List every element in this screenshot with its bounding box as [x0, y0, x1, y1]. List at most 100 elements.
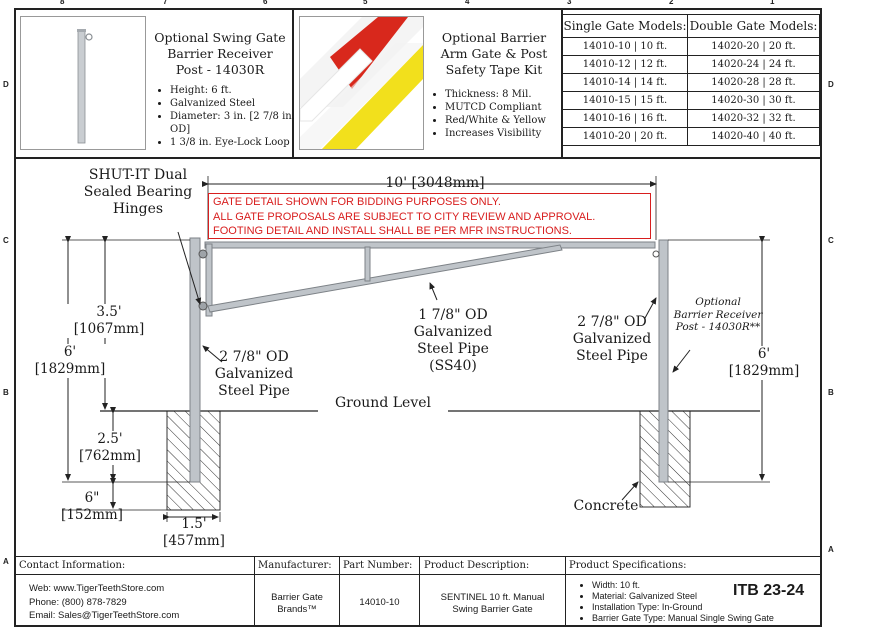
footer-divider-2 [339, 556, 340, 627]
spec-item: 1 3/8 in. Eye-Lock Loop [170, 136, 300, 149]
model-row: 14010-14 | 14 ft.14020-28 | 28 ft. [562, 73, 820, 92]
zone-top-5: 5 [363, 0, 368, 6]
dim-text: [762mm] [79, 448, 141, 464]
dim-text: [152mm] [61, 507, 123, 523]
dim-text: [1067mm] [73, 321, 145, 337]
hinges-label-line: SHUT-IT Dual [88, 167, 188, 183]
arm-mid-strut [364, 246, 371, 282]
receiver-post-label: Optional Barrier Receiver Post - 14030R*… [668, 296, 768, 334]
label-line: 2 7/8" OD [219, 349, 289, 365]
dim-text: 3.5' [96, 304, 122, 320]
label-line: 1 7/8" OD [418, 307, 488, 323]
zone-top-3: 3 [567, 0, 572, 6]
models-header-row: Single Gate Models: Double Gate Models: [562, 14, 820, 38]
arm-diagonal-brace [207, 244, 563, 313]
footer-divider-1 [254, 556, 255, 627]
receiver-title-line: Barrier Receiver [167, 46, 273, 61]
zone-left-b: B [3, 388, 9, 397]
footer-header-rule [14, 574, 822, 575]
description-line: SENTINEL 10 ft. Manual [440, 592, 545, 603]
zone-right-d: D [828, 80, 834, 89]
drawing-frame [14, 8, 822, 627]
description-line: Swing Barrier Gate [452, 604, 533, 615]
part-number-value: 14010-10 [359, 597, 400, 608]
description-header: Product Description: [424, 560, 530, 571]
header-divider-1 [292, 8, 294, 157]
footing-width-label: 1.5' [457mm] [156, 516, 232, 550]
receiver-post-image [20, 16, 146, 150]
contact-header: Contact Information: [19, 560, 126, 571]
zone-left-d: D [3, 80, 9, 89]
model-row: 14010-16 | 16 ft.14020-32 | 32 ft. [562, 109, 820, 128]
ground-level-label: Ground Level [318, 395, 448, 412]
zone-top-2: 2 [669, 0, 674, 6]
zone-left-c: C [3, 236, 9, 245]
arm-top-rail [204, 241, 656, 249]
safety-tape-title-line: Arm Gate & Post [440, 46, 548, 61]
label-line: Steel Pipe [218, 383, 290, 399]
embed-depth-label: 2.5' [762mm] [72, 431, 148, 465]
part-number-header: Part Number: [343, 560, 413, 571]
dim-text: [1829mm] [728, 363, 800, 379]
notice-line: FOOTING DETAIL AND INSTALL SHALL BE PER … [213, 225, 572, 237]
notice-line: GATE DETAIL SHOWN FOR BIDDING PURPOSES O… [213, 196, 501, 208]
spec-item: Increases Visibility [445, 127, 571, 140]
right-post-label: 2 7/8" OD Galvanized Steel Pipe [562, 314, 662, 365]
eye-lock-loop [652, 250, 660, 258]
spec-item: Height: 6 ft. [170, 84, 300, 97]
website-link[interactable]: Web: www.TigerTeethStore.com [29, 583, 165, 594]
left-post-label: 2 7/8" OD Galvanized Steel Pipe [204, 349, 304, 400]
label-line: 2 7/8" OD [577, 314, 647, 330]
right-post-leader [644, 297, 657, 319]
zone-top-4: 4 [465, 0, 470, 6]
concrete-leader [621, 481, 639, 501]
safety-tape-title-line: Safety Tape Kit [445, 62, 543, 77]
tape-yellow-stripe [322, 45, 423, 149]
footer-divider-4 [565, 556, 566, 627]
manufacturer-line: Brands™ [277, 604, 317, 615]
spec-item: MUTCD Compliant [445, 101, 571, 114]
gravel-depth-label: 6" [152mm] [54, 490, 130, 524]
safety-tape-specs: Thickness: 8 Mil. MUTCD Compliant Red/Wh… [433, 88, 571, 140]
label-line: Galvanized [413, 324, 493, 340]
hinges-label-line: Sealed Bearing [83, 184, 193, 200]
zone-top-7: 7 [163, 0, 168, 6]
zone-top-8: 8 [60, 0, 65, 6]
spec-item: Installation Type: In-Ground [592, 602, 774, 613]
spec-item: Width: 10 ft. [592, 580, 774, 591]
dim-text: 1.5' [181, 516, 207, 532]
dim-text: 2.5' [97, 431, 123, 447]
manufacturer-line: Barrier Gate [271, 592, 323, 603]
double-models-header: Double Gate Models: [687, 14, 820, 38]
header-bottom-rule [14, 157, 822, 159]
zone-left-a: A [3, 557, 9, 566]
manufacturer-header: Manufacturer: [258, 560, 332, 571]
receiver-specs: Height: 6 ft. Galvanized Steel Diameter:… [158, 84, 300, 149]
right-height-label: 6' [1829mm] [724, 346, 804, 380]
label-line: Barrier Receiver [673, 308, 763, 321]
specifications-header: Product Specifications: [569, 560, 687, 571]
label-line: Galvanized [214, 366, 294, 382]
spec-item: Material: Galvanized Steel [592, 591, 774, 602]
spec-item: Thickness: 8 Mil. [445, 88, 571, 101]
width-dimension-label: 10' [3048mm] [385, 175, 485, 191]
label-line: Steel Pipe [417, 341, 489, 357]
label-line: (SS40) [429, 358, 477, 374]
zone-right-c: C [828, 236, 834, 245]
label-line: Galvanized [572, 331, 652, 347]
label-line: Steel Pipe [576, 348, 648, 364]
footer-top-rule [14, 556, 822, 557]
upper-hinge [198, 249, 208, 259]
right-receiver-post [658, 239, 669, 483]
left-height-label: 6' [1829mm] [34, 344, 106, 378]
email-link[interactable]: Email: Sales@TigerTeethStore.com [29, 610, 180, 621]
label-line: Post - 14030R** [675, 321, 761, 333]
hinge-leader [177, 231, 202, 305]
concrete-label: Concrete [573, 498, 639, 514]
phone-number[interactable]: Phone: (800) 878-7829 [29, 596, 127, 608]
notice-line: ALL GATE PROPOSALS ARE SUBJECT TO CITY R… [213, 210, 596, 223]
product-specs: Width: 10 ft. Material: Galvanized Steel… [580, 580, 774, 624]
dim-text: [1829mm] [34, 361, 106, 377]
footer-divider-3 [419, 556, 420, 627]
